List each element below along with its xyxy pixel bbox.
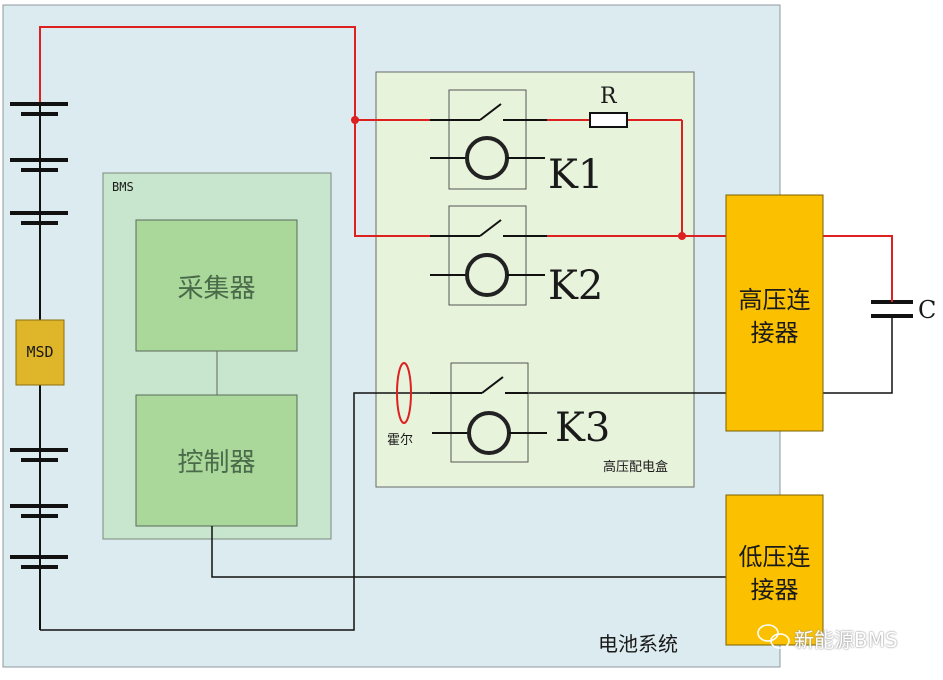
relay-k2-label: K2	[548, 263, 604, 309]
pdu-box	[375, 71, 695, 488]
lv-wiring	[40, 338, 893, 631]
relay-k1-label: K1	[548, 152, 604, 198]
chat-bubble-icon	[757, 624, 790, 649]
lv-connector-line2: 接器	[750, 576, 799, 604]
watermark: 新能源BMS	[794, 628, 898, 652]
capacitor-label: C	[918, 296, 937, 324]
battery-stack	[10, 84, 68, 630]
hv-wiring	[39, 26, 893, 288]
controller-box	[135, 394, 298, 527]
bms-label: BMS	[112, 180, 134, 194]
capacitor	[871, 300, 913, 318]
resistor	[589, 112, 628, 128]
hv-connector-line1: 高压连	[738, 286, 811, 314]
collector-box	[135, 219, 298, 352]
collector-label: 采集器	[177, 274, 256, 304]
lv-connector-box	[725, 494, 824, 646]
lv-connector-line1: 低压连	[738, 543, 811, 571]
relay-k2	[430, 205, 547, 306]
hall-sensor	[396, 362, 412, 424]
relay-k3	[430, 362, 547, 463]
relay-k1	[430, 89, 547, 190]
junction-dot	[678, 232, 686, 240]
controller-label: 控制器	[177, 448, 256, 478]
hv-connector-line2: 接器	[750, 319, 799, 347]
hall-label: 霍尔	[387, 433, 414, 448]
msd-box	[15, 319, 65, 386]
hv-connector-box	[725, 194, 824, 432]
msd-label: MSD	[26, 343, 54, 361]
battery-system-label: 电池系统	[598, 632, 678, 656]
resistor-label: R	[600, 84, 617, 109]
junction-dot	[351, 116, 359, 124]
relay-k3-label: K3	[555, 405, 611, 451]
pdu-label: 高压配电盒	[603, 460, 669, 475]
